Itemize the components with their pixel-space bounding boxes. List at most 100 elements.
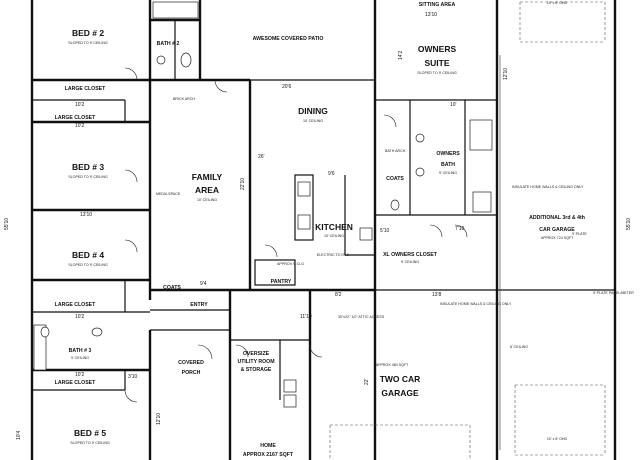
dimension-label: 10'2 (75, 102, 85, 108)
entry-label: ENTRY (190, 302, 208, 308)
doors (124, 67, 468, 403)
dimension-label: 9'6 (328, 171, 335, 177)
garage-doors (329, 1, 606, 460)
tub-icon (472, 191, 492, 213)
dimension-label: 10'2 (75, 314, 85, 320)
dining-note: 10' CEILING (303, 119, 323, 123)
closet-label: LARGE CLOSET (55, 302, 96, 308)
home-label: HOME (260, 443, 276, 449)
bath3-note: 9' CEILING (71, 356, 89, 360)
ohd-note: 10' x 8' OHD (547, 1, 568, 5)
dimension-label: 22' (364, 378, 370, 385)
dimension-label: 9'4 (200, 281, 207, 287)
door-swing-icon (214, 79, 228, 93)
porch-label-2: PORCH (182, 370, 201, 376)
sitting-label: SITTING AREA (419, 2, 456, 8)
garage-label-2: GARAGE (381, 388, 419, 398)
notes: INSULATE HOME WALLS & CEILING ONLY INSUL… (156, 1, 634, 441)
bed5-note: SLOPED TO 9' CEILING (70, 441, 110, 445)
bath3-label: BATH # 3 (69, 348, 92, 354)
owners-bath-label: OWNERS (436, 151, 460, 157)
garage-note: APPROX 484 SQFT (376, 363, 409, 367)
sink-icon (91, 327, 103, 337)
additional-garage-label-2: CAR GARAGE (539, 227, 575, 233)
dimension-label: 26' (258, 154, 265, 160)
garage-label: TWO CAR (380, 374, 421, 384)
dimension-label: 20'6 (282, 84, 292, 90)
porch-label: COVERED (178, 360, 204, 366)
dimension-label: 13'10 (425, 12, 437, 18)
closet-label: LARGE CLOSET (65, 86, 106, 92)
door-swing-icon (264, 244, 278, 258)
closet-label: LARGE CLOSET (55, 115, 96, 121)
additional-garage-note: APPROX 724 SQFT (541, 236, 574, 240)
door-swing-icon (124, 389, 138, 403)
coats-label: COATS (163, 285, 181, 291)
closet-label: LARGE CLOSET (55, 380, 96, 386)
sink-icon (415, 167, 425, 177)
utility-label-2: UTILITY ROOM (237, 359, 274, 365)
attic-note: 30"x22" 1/2" ATTIC ACCESS (338, 315, 385, 319)
door-swing-icon (429, 224, 443, 238)
dimension-label: 8'2 (335, 292, 342, 298)
patio-label: AWESOME COVERED PATIO (253, 36, 324, 42)
owners-bath-note: 9' CEILING (439, 171, 457, 175)
room-labels: BED # 2 SLOPED TO 9' CEILING LARGE CLOSE… (55, 2, 585, 458)
dimension-label: 12'10 (503, 68, 509, 80)
dimension-label: 7'10 (455, 226, 465, 232)
coats-label-2: COATS (386, 176, 404, 182)
family-label-2: AREA (195, 185, 219, 195)
door-swing-icon (124, 67, 138, 81)
bed5-label: BED # 5 (74, 428, 106, 438)
dimension-label: 55'10 (4, 218, 10, 230)
utility-label: OVERSIZE (243, 351, 270, 357)
plate-note: 9' PLATE PANEL/METER (593, 291, 634, 295)
dimension-label: 11'10 (300, 314, 312, 320)
bath-arch-note: BATH ARCH (385, 149, 406, 153)
family-label: FAMILY (192, 172, 223, 182)
dimension-label: 10'2 (75, 372, 85, 378)
dimension-label: 22'10 (240, 178, 246, 190)
kitchen-label: KITCHEN (315, 222, 353, 232)
bed4-label: BED # 4 (72, 250, 104, 260)
fridge-icon (359, 227, 373, 241)
dimension-label: 14'2 (398, 50, 404, 60)
bed2-label: BED # 2 (72, 28, 104, 38)
door-swing-icon (124, 239, 138, 253)
ceiling-note: 8' CEILING (510, 345, 528, 349)
bathtub-icon (152, 1, 199, 19)
dryer-icon (283, 394, 297, 408)
insulate-note: INSULATE HOME WALLS & CEILING ONLY (512, 185, 584, 189)
door-swing-icon (309, 344, 323, 358)
dimensions: 10'2 10'2 13'10 10'2 10'2 20'6 26' 13'10… (4, 12, 632, 440)
door-swing-icon (383, 114, 397, 128)
door-swing-icon (454, 224, 468, 238)
door-swing-icon (197, 344, 213, 360)
bed2-note: SLOPED TO 9' CEILING (68, 41, 108, 45)
plate-note-2: 9' PLATE (572, 232, 587, 236)
pantry-label: PANTRY (271, 279, 292, 285)
dimension-label: 10'4 (16, 430, 22, 440)
toilet-icon (180, 52, 192, 68)
xl-closet-note: 9' CEILING (401, 260, 419, 264)
kitchen-ceiling-note: APPROX 9' CLG (277, 262, 304, 266)
dimension-label: 12'10 (156, 413, 162, 425)
bed3-label: BED # 3 (72, 162, 104, 172)
kitchen-electric: ELECTRIC TO ISLE (317, 253, 350, 257)
owners-suite-label: OWNERS (418, 44, 457, 54)
stove-icon (297, 181, 311, 197)
family-note: 10' CEILING (197, 198, 217, 202)
dining-label: DINING (298, 106, 328, 116)
dimension-label: 5'10 (380, 228, 390, 234)
toilet-icon (390, 199, 400, 211)
sink-icon (415, 133, 425, 143)
dimension-label: 13'10 (80, 212, 92, 218)
sink-icon (297, 214, 311, 230)
home-sqft-label: APPROX 2167 SQFT (243, 452, 294, 458)
dimension-label: 10'2 (75, 123, 85, 129)
toilet-icon (40, 326, 50, 338)
bed4-note: SLOPED TO 9' CEILING (68, 263, 108, 267)
insulate-note-2: INSULATE HOME WALLS & CEILING ONLY (440, 302, 512, 306)
xl-closet-label: XL OWNERS CLOSET (383, 252, 438, 258)
